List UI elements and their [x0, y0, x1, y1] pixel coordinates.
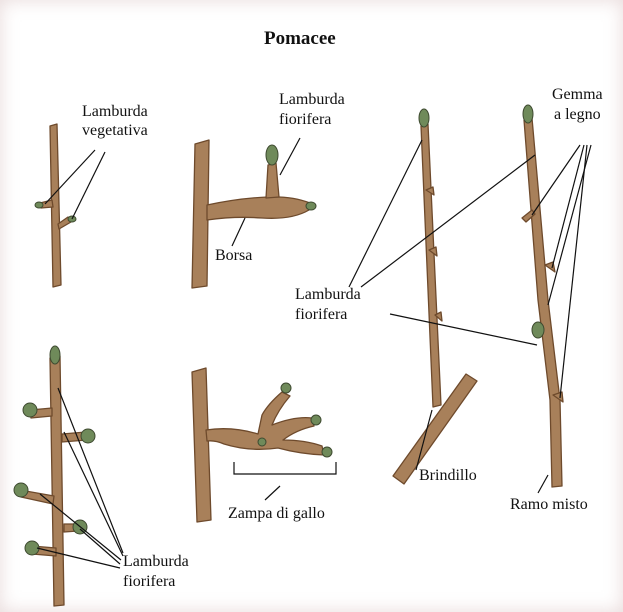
bud-bl-1 — [23, 403, 37, 417]
label-lamburda-vegetativa-line2: vegetativa — [82, 122, 148, 140]
bud-borsa-right — [306, 202, 316, 210]
leader-gemma-3 — [560, 145, 587, 398]
twig-lamburda-fiorifera — [50, 356, 64, 606]
leader-bl-5 — [37, 548, 120, 568]
label-lamburda-fiorifera-top-line2: fiorifera — [279, 111, 331, 129]
label-zampa-di-gallo: Zampa di gallo — [228, 505, 325, 523]
bud-zampa-3 — [322, 447, 332, 457]
leader-vegetativa-2 — [72, 152, 105, 219]
bud-brindillo-tip — [419, 109, 429, 127]
bud-ramo-tip — [523, 105, 533, 123]
bud-bl-tip — [50, 346, 60, 364]
bud-ramo-flower — [532, 322, 544, 338]
bud-zampa-4 — [258, 438, 266, 446]
leader-borsa — [232, 218, 245, 246]
bud-bl-2 — [81, 429, 95, 443]
bud-bl-3 — [14, 483, 28, 497]
label-lamburda-fiorifera-top-line1: Lamburda — [279, 91, 345, 109]
zampa-branch — [206, 392, 324, 455]
leader-gemma-4 — [548, 145, 591, 305]
leader-bl-4 — [80, 529, 120, 564]
bud-bl-5 — [25, 541, 39, 555]
label-lamburda-vegetativa-line1: Lamburda — [82, 103, 148, 121]
leader-ramo-misto — [538, 475, 548, 493]
leader-mid-1 — [349, 140, 422, 287]
label-lamburda-fiorifera-mid-line1: Lamburda — [295, 286, 361, 304]
label-lamburda-fiorifera-bottom-line1: Lamburda — [123, 553, 189, 571]
label-gemma-a-legno-line1: Gemma — [552, 86, 603, 104]
twig-brindillo — [421, 124, 441, 407]
bracket-zampa-di-gallo — [234, 462, 336, 474]
leader-mid-3 — [390, 314, 537, 345]
label-gemma-a-legno-line2: a legno — [554, 106, 601, 124]
twig-ramo-misto — [524, 118, 562, 487]
leader-gemma-1 — [532, 145, 580, 215]
bud-vegetativa-1 — [35, 202, 43, 208]
leader-borsa-top — [280, 138, 300, 175]
spur-borsa-top — [266, 163, 279, 198]
label-lamburda-fiorifera-mid-line2: fiorifera — [295, 306, 347, 324]
twig-zampa-di-gallo — [192, 368, 211, 522]
label-ramo-misto: Ramo misto — [510, 496, 588, 514]
leader-zampa-up — [265, 486, 280, 500]
leader-mid-2 — [361, 155, 535, 287]
bud-zampa-1 — [281, 383, 291, 393]
label-brindillo: Brindillo — [419, 467, 477, 485]
label-borsa: Borsa — [215, 247, 252, 265]
borsa-swelling — [207, 197, 310, 220]
bud-zampa-2 — [311, 415, 321, 425]
diagram-title: Pomacee — [264, 30, 336, 48]
label-lamburda-fiorifera-bottom-line2: fiorifera — [123, 573, 175, 591]
bud-borsa-top — [266, 145, 278, 165]
